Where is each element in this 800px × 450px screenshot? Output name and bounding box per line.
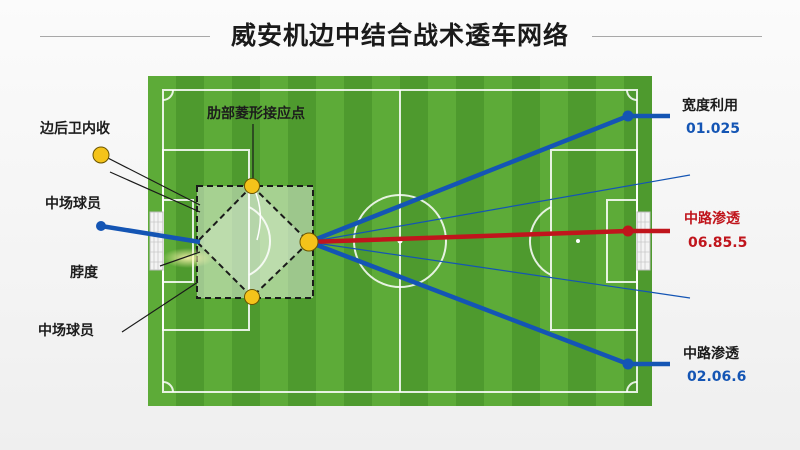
player-node-pivot: [299, 232, 319, 252]
endpoint-central-blue: [622, 358, 634, 370]
label-width-use: 宽度利用: [682, 98, 738, 114]
diagram-title: 威安机边中结合战术逶车网络: [230, 21, 569, 50]
label-central-penetration-2-code: 02.06.6: [687, 369, 747, 385]
label-width-use-code: 01.025: [686, 121, 741, 137]
thin-ray-upper: [308, 174, 691, 243]
goal-left: [149, 211, 164, 271]
label-central-penetration-2: 中路渗透: [683, 346, 739, 362]
title-rule-right: [592, 36, 762, 37]
leader-lines: [101, 124, 254, 333]
highlight-zone: [197, 186, 313, 298]
penalty-spot-right: [576, 239, 580, 243]
thin-ray-lower: [308, 241, 691, 299]
label-central-penetration-1-code: 06.85.5: [688, 235, 748, 251]
label-left-back: 边后卫内收: [40, 121, 110, 137]
incoming-pass-line: [100, 223, 201, 245]
endpoint-width-use: [622, 110, 634, 122]
player-node-top: [244, 178, 260, 194]
glow-spot: [162, 248, 214, 268]
player-node-left-back: [92, 146, 110, 164]
endpoint-central-red: [622, 225, 634, 237]
label-central-penetration-1: 中路渗透: [684, 211, 740, 227]
diamond-shape: [195, 184, 311, 299]
label-thickness: 脖度: [70, 265, 98, 281]
label-diamond-contact: 肋部菱形接应点: [207, 106, 305, 122]
title-rule-left: [40, 36, 210, 37]
goal-right: [636, 211, 651, 271]
player-node-bottom: [244, 289, 260, 305]
pass-origin-dot: [96, 221, 106, 231]
label-midfielder-top: 中场球员: [45, 196, 101, 212]
label-midfielder-bottom: 中场球员: [38, 323, 94, 339]
